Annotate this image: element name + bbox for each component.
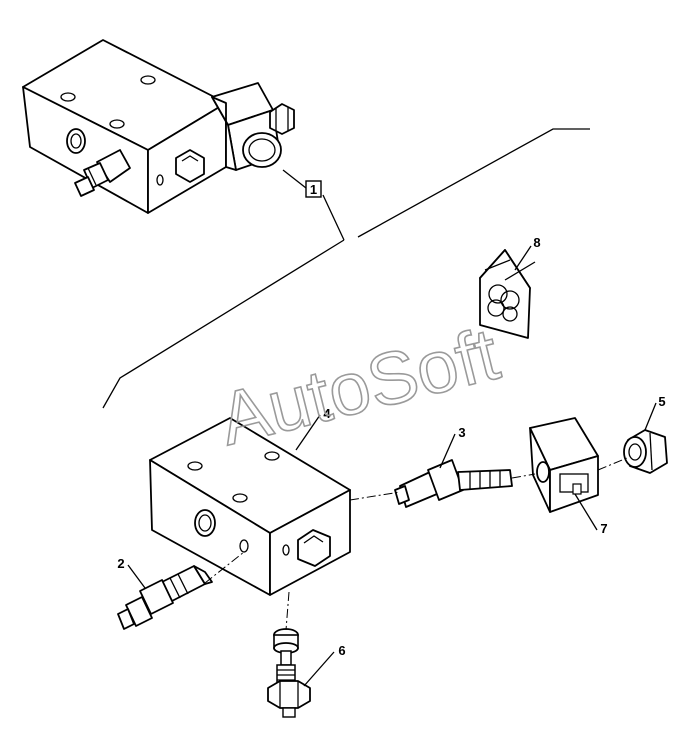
- valve-body: [149, 417, 351, 596]
- callout-5-label: 5: [658, 394, 665, 409]
- callout-2: 2: [117, 556, 146, 589]
- small-cartridge: [117, 565, 213, 630]
- assembled-valve-block: [22, 39, 227, 214]
- callout-2-label: 2: [117, 556, 124, 571]
- assembly-center-lines: [204, 457, 628, 631]
- bottom-plug: [267, 628, 311, 718]
- callout-7: 7: [574, 493, 608, 536]
- callout-6: 6: [303, 643, 346, 687]
- solenoid-coil: [529, 417, 599, 513]
- callout-3: 3: [439, 425, 466, 469]
- callout-8: 8: [514, 235, 541, 271]
- callout-1-label: 1: [310, 182, 317, 197]
- callout-1: 1: [305, 180, 322, 198]
- callout-6-label: 6: [338, 643, 345, 658]
- assembled-solenoid-coil: [211, 82, 295, 171]
- assembly-leader-lines: [102, 128, 590, 409]
- callout-7-label: 7: [600, 521, 607, 536]
- callout-3-label: 3: [458, 425, 465, 440]
- callout-5: 5: [644, 394, 666, 431]
- callout-4: 4: [295, 406, 331, 451]
- coil-nut: [623, 429, 668, 474]
- solenoid-stem: [394, 459, 513, 508]
- seal-kit-bag: [479, 249, 536, 339]
- callout-4-label: 4: [323, 406, 331, 421]
- callout-8-label: 8: [533, 235, 540, 250]
